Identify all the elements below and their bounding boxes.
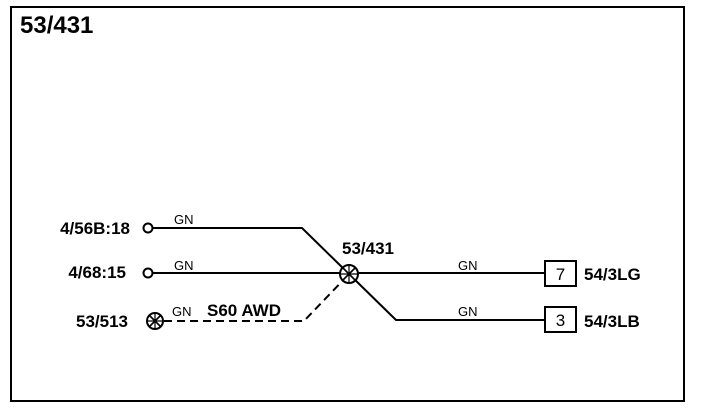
connector-pin-number: 3 — [556, 311, 565, 330]
connector-pin-box — [544, 260, 577, 287]
wire-4-56b-18 — [153, 227, 350, 275]
connector-label-54-3lb: 54/3LB — [584, 312, 640, 331]
diagram-frame — [10, 6, 685, 402]
wire-54-3lb — [348, 273, 545, 321]
variant-note: S60 AWD — [207, 301, 281, 320]
terminal-circle-2 — [142, 267, 154, 279]
connector-label-54-3lg: 54/3LG — [584, 265, 641, 284]
wire-color-label: GN — [458, 258, 478, 273]
wire-color-label: GN — [172, 304, 192, 319]
wire-color-label: GN — [174, 258, 194, 273]
connector-label-4-68-15: 4/68:15 — [68, 263, 126, 282]
wire-53-513-dashed — [164, 273, 350, 322]
terminal-circle-1 — [142, 222, 154, 234]
wire-color-label: GN — [458, 304, 478, 319]
diagram-title: 53/431 — [20, 12, 94, 39]
splice-label: 53/431 — [342, 239, 394, 258]
connector-label-4-56b-18: 4/56B:18 — [60, 219, 130, 238]
wire-color-label: GN — [174, 212, 194, 227]
splice-symbol-53-431 — [339, 264, 359, 284]
connector-pin-number: 7 — [556, 265, 565, 284]
connector-pin-box — [544, 306, 577, 333]
connector-label-53-513: 53/513 — [76, 312, 128, 331]
splice-symbol-53-513 — [146, 312, 164, 330]
